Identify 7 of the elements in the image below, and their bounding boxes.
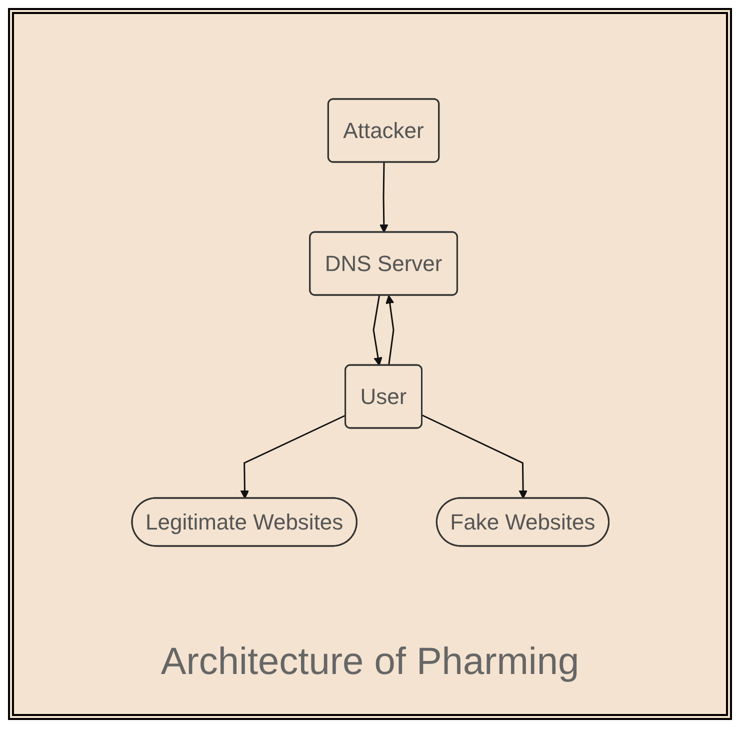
caption: Architecture of Pharming xyxy=(160,641,580,684)
arrow xyxy=(372,295,382,366)
arrow xyxy=(385,295,394,366)
arrow xyxy=(240,414,346,499)
arrow xyxy=(422,414,528,499)
arrow xyxy=(379,162,388,233)
diagram-background: Attacker DNS Server Legitimate Websites Fake Websites User Architecture of Pharming xyxy=(8,8,732,720)
